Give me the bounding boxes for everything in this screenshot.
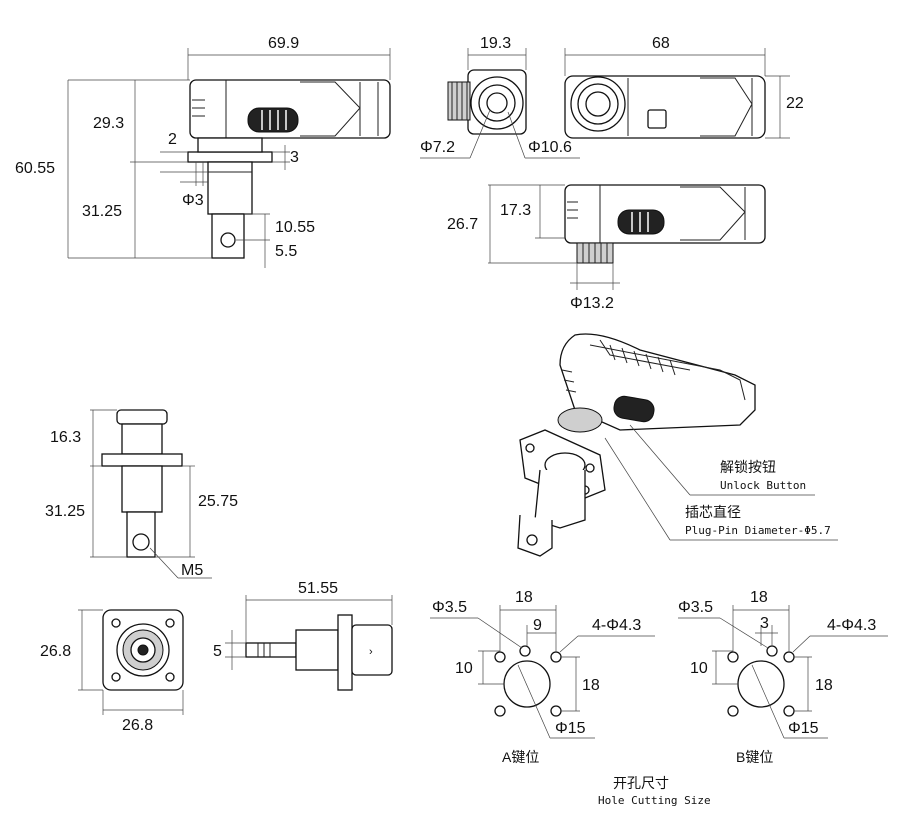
dim-socket-length: 51.55 [298,580,338,597]
dim-b-vert-spacing: 18 [815,677,833,694]
dim-socket-thread: M5 [181,562,203,579]
dim-top-height: 22 [786,95,804,112]
socket-length-view: › 51.55 5 [213,580,393,691]
caption-a: A键位 [502,749,539,765]
dim-front-total-height: 60.55 [15,160,55,177]
hole-cutting-a: 18 9 Φ3.5 4-Φ4.3 10 18 Φ15 A键位 [430,589,655,765]
direction-arrow-icon: › [369,646,373,658]
dim-a-offset: 9 [533,617,542,634]
callout-unlock-en: Unlock Button [720,479,806,492]
dim-socket-lower-height: 31.25 [45,503,85,520]
dim-end-inner-dia: Φ7.2 [420,139,455,156]
hole-cutting-b: 18 3 Φ3.5 4-Φ4.3 10 18 Φ15 B键位 [678,589,888,765]
front-view: 69.9 60.55 29.3 2 3 Φ3 31.25 10.55 5.5 [15,35,391,268]
dim-b-vert: 10 [690,660,708,677]
socket-side-view: 16.3 31.25 25.75 M5 [45,409,238,579]
dim-socket-pin-length: 25.75 [198,493,238,510]
footer-title-cn: 开孔尺寸 [613,775,669,791]
dim-side-upper: 17.3 [500,202,531,219]
dim-side-total: 26.7 [447,216,478,233]
dim-front-lower-height: 31.25 [82,203,122,220]
dim-flange-width: 26.8 [122,717,153,734]
dim-a-mount-holes: 4-Φ4.3 [592,617,641,634]
flange-front-view: 26.8 26.8 [40,609,184,734]
dim-front-flange-thickness: 3 [290,149,299,166]
dim-front-pin-offset: 5.5 [275,243,297,260]
dim-top-length: 68 [652,35,670,52]
dim-b-small-hole: Φ3.5 [678,599,713,616]
dim-a-center: Φ15 [555,720,586,737]
unlock-button-icon [247,107,299,133]
callout-unlock-cn: 解锁按钮 [720,459,776,475]
dim-socket-pin: 5 [213,643,222,660]
end-view: 19.3 Φ7.2 Φ10.6 [420,35,580,159]
dim-a-vert: 10 [455,660,473,677]
dim-a-vert-spacing: 18 [582,677,600,694]
dim-socket-head-height: 16.3 [50,429,81,446]
dim-end-width: 19.3 [480,35,511,52]
dim-front-flange-step: 2 [168,131,177,148]
side-view: 26.7 17.3 Φ13.2 [447,184,766,312]
dim-front-upper-height: 29.3 [93,115,124,132]
footer-title-en: Hole Cutting Size [598,794,711,807]
dim-b-offset: 3 [760,615,769,632]
dim-b-center: Φ15 [788,720,819,737]
callout-pin-cn: 插芯直径 [685,504,741,520]
dim-a-small-hole: Φ3.5 [432,599,467,616]
isometric-view: 解锁按钮 Unlock Button 插芯直径 Plug-Pin Diamete… [517,333,838,557]
dim-front-hole-dia: Φ3 [182,192,204,209]
dim-side-knurl-dia: Φ13.2 [570,295,614,312]
dim-b-spacing: 18 [750,589,768,606]
dim-flange-height: 26.8 [40,643,71,660]
callout-pin-en: Plug-Pin Diameter-Φ5.7 [685,524,831,537]
top-view: 68 22 [564,35,804,139]
dim-b-mount-holes: 4-Φ4.3 [827,617,876,634]
dim-end-outer-dia: Φ10.6 [528,139,572,156]
dim-a-spacing: 18 [515,589,533,606]
dim-front-pin-length: 10.55 [275,219,315,236]
dim-front-width: 69.9 [268,35,299,52]
caption-b: B键位 [736,749,773,765]
